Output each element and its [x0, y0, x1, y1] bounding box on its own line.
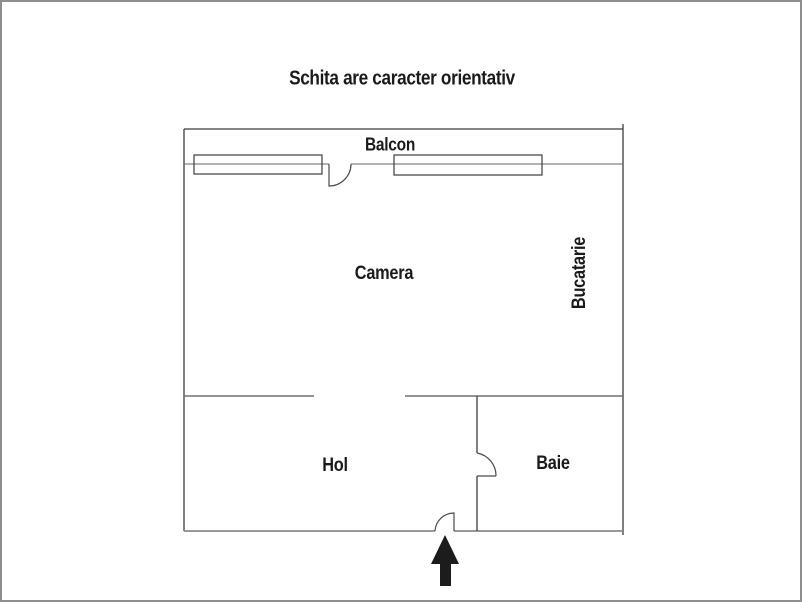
room-label-baie: Baie	[536, 453, 570, 474]
window-1	[193, 154, 323, 175]
room-label-camera: Camera	[354, 263, 414, 284]
entrance-arrow-icon	[431, 535, 459, 586]
room-label-balcon: Balcon	[364, 134, 416, 155]
entrance-door	[434, 512, 455, 532]
room-label-bucatarie: Bucatarie	[569, 236, 590, 310]
room-label-hol: Hol	[322, 455, 348, 476]
disclaimer-title: Schita are caracter orientativ	[289, 67, 515, 90]
baie-door	[476, 452, 497, 477]
balcony-door	[328, 163, 352, 187]
window-2	[393, 154, 543, 176]
